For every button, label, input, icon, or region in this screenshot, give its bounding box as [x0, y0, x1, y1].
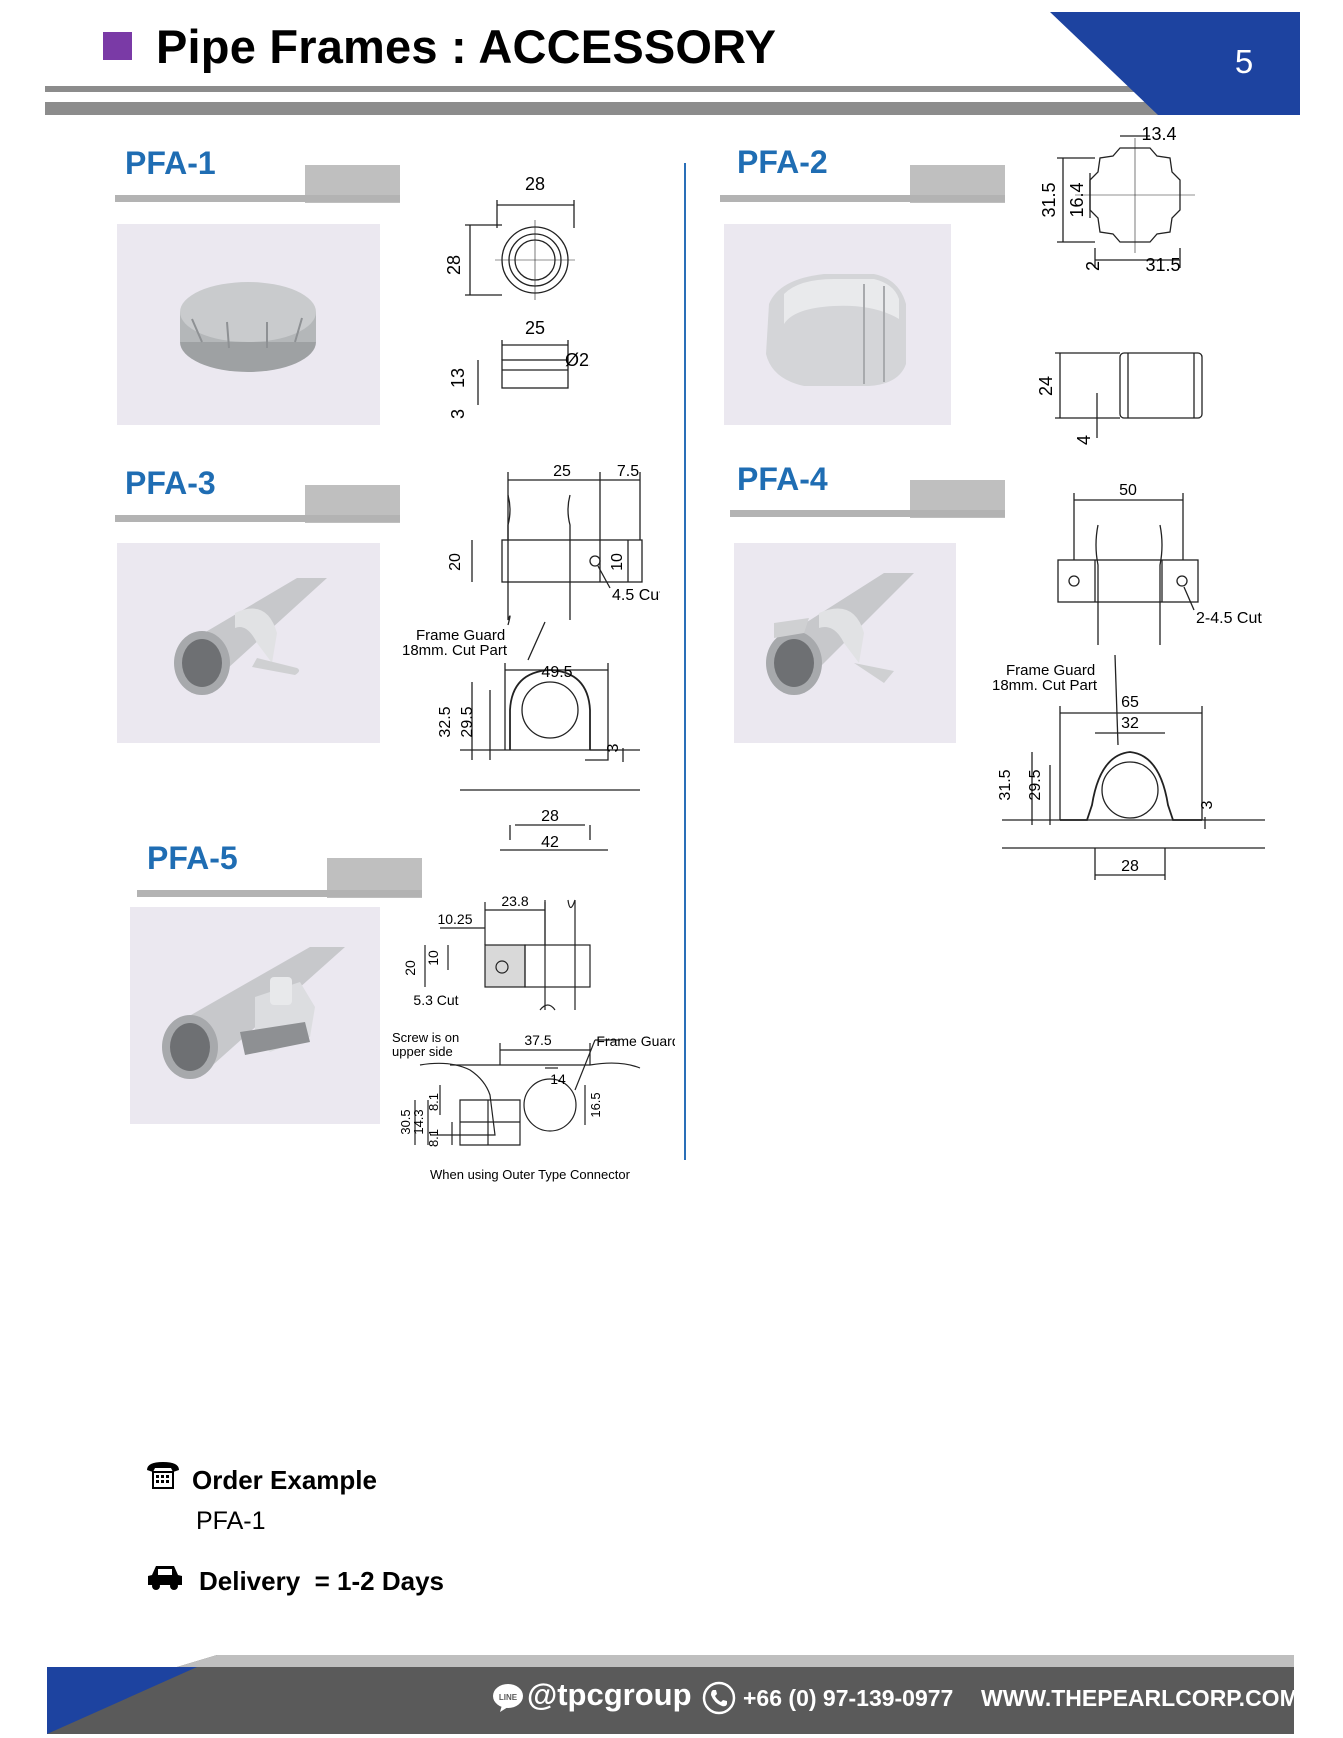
dim-pfa-5-h: 20 [402, 960, 418, 976]
photo-pfa-3 [117, 543, 380, 743]
dim-pfa-3-h1: 32.5 [437, 706, 454, 737]
dim-pfa-4-t: 3 [1199, 800, 1216, 809]
dim-pfa-5-w1: 23.8 [501, 893, 528, 909]
footer-website[interactable]: WWW.THEPEARLCORP.COM [981, 1685, 1299, 1711]
dim-pfa-2-width: 31.5 [1145, 255, 1180, 275]
header-page-tab [1050, 12, 1300, 115]
photo-pfa-1 [117, 224, 380, 425]
column-divider [684, 163, 686, 1160]
section-underline-pfa-4 [730, 510, 1005, 517]
order-example-value: PFA-1 [196, 1507, 266, 1535]
dim-pfa-5-note: When using Outer Type Connector [430, 1167, 631, 1182]
section-underline-pfa-2 [720, 195, 1005, 202]
dim-pfa-2-side-height: 24 [1036, 376, 1056, 396]
dim-pfa-1-height: 13 [448, 368, 468, 388]
dim-pfa-1-lip: 3 [448, 409, 468, 419]
dim-pfa-4-base: 28 [1121, 858, 1139, 875]
footer-line-id[interactable]: @tpcgroup [527, 1677, 692, 1712]
dim-pfa-5-d14: 14 [550, 1071, 566, 1087]
section-title-pfa-4: PFA-4 [737, 461, 828, 497]
order-example-title: Order Example [192, 1465, 377, 1495]
dim-pfa-2-top: 13.4 [1141, 124, 1176, 144]
line-app-icon: LINE [493, 1684, 523, 1712]
photo-pfa-4 [734, 543, 956, 743]
dim-pfa-4-h1: 31.5 [997, 769, 1014, 800]
dim-pfa-2-lip: 2 [1083, 261, 1103, 271]
dim-pfa-5-guard: Frame Guard [596, 1033, 675, 1049]
dim-pfa-3-slot: 10 [609, 553, 626, 571]
drawing-pfa-1: 28 28 25 Ø22 13 3 [444, 174, 590, 419]
dim-pfa-2-height-inner: 16.4 [1067, 182, 1087, 217]
dim-pfa-5-cut: 5.3 Cut [413, 992, 458, 1008]
dim-pfa-3-t: 3 [605, 743, 622, 752]
section-underline-pfa-5 [137, 890, 422, 897]
dim-pfa-1-side-width: 25 [525, 318, 545, 338]
car-icon [148, 1566, 182, 1590]
section-underline-pfa-3 [115, 515, 400, 522]
line-icon-label: LINE [499, 1693, 518, 1702]
drawing-pfa-2: 13.4 31.5 16.4 2 31.5 24 4 [1036, 124, 1203, 445]
dim-pfa-3-base: 42 [541, 834, 559, 851]
dim-pfa-3-w2: 7.5 [617, 463, 639, 480]
dim-pfa-3-h: 20 [447, 553, 464, 571]
dim-pfa-3-h2: 29.5 [459, 706, 476, 737]
dim-pfa-3-cut: 4.5 Cut [612, 587, 660, 604]
section-title-pfa-1: PFA-1 [125, 145, 216, 181]
dim-pfa-5-h143: 14.3 [411, 1109, 426, 1134]
page-title: Pipe Frames : ACCESSORY [156, 20, 777, 73]
dim-pfa-3-width: 49.5 [541, 664, 572, 681]
page-number: 5 [1234, 43, 1254, 80]
dim-pfa-5-h165: 16.5 [588, 1092, 603, 1117]
section-title-pfa-5: PFA-5 [147, 840, 238, 876]
dim-pfa-5-h81b: 8.1 [426, 1129, 441, 1147]
dim-pfa-4-width: 65 [1121, 694, 1139, 711]
section-title-pfa-3: PFA-3 [125, 465, 216, 501]
section-underline-pfa-1 [115, 195, 400, 202]
delivery-info: Delivery = 1-2 Days [199, 1566, 444, 1596]
header-accent-square [103, 32, 132, 60]
dim-pfa-3-inner: 28 [541, 808, 559, 825]
telephone-icon [147, 1462, 179, 1489]
dim-pfa-5-h305: 30.5 [398, 1109, 413, 1134]
dim-pfa-1-side-height: 28 [444, 255, 464, 275]
dim-pfa-5-h81a: 8.1 [426, 1093, 441, 1111]
dim-pfa-5-slot: 10 [425, 950, 441, 966]
dim-pfa-2-height-outer: 31.5 [1039, 182, 1059, 217]
section-title-pfa-2: PFA-2 [737, 144, 828, 180]
photo-pfa-2 [724, 224, 951, 425]
header-rule-thick [45, 102, 1300, 115]
footer-phone[interactable]: +66 (0) 97-139-0977 [743, 1685, 954, 1711]
header-rule-thin [45, 86, 1157, 92]
dim-pfa-4-w: 50 [1119, 482, 1137, 499]
dim-pfa-1-top-width: 28 [525, 174, 545, 194]
dim-pfa-3-w1: 25 [553, 463, 571, 480]
phone-icon [702, 1681, 736, 1715]
dim-pfa-4-cut: 2-4.5 Cut [1196, 610, 1262, 627]
photo-pfa-5 [130, 907, 380, 1124]
dim-pfa-1-diameter: Ø22 [565, 350, 590, 370]
dim-pfa-5-w2: 10.25 [437, 911, 472, 927]
dim-pfa-4-inner-top: 32 [1121, 715, 1139, 732]
footer-bar [47, 1655, 1294, 1734]
dim-pfa-4-h2: 29.5 [1027, 769, 1044, 800]
dim-pfa-2-side-lip: 4 [1074, 435, 1094, 445]
dim-pfa-5-span: 37.5 [524, 1032, 551, 1048]
